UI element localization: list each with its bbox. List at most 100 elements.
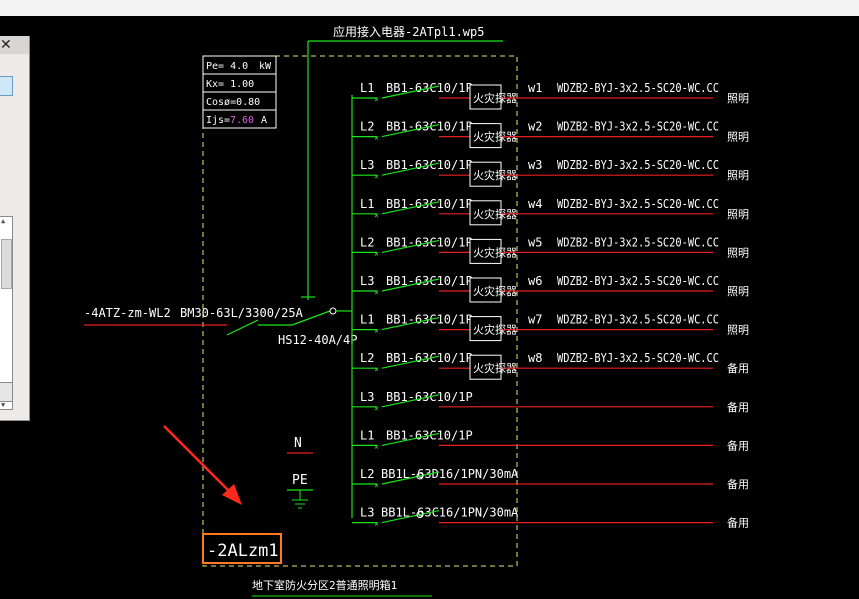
fire-detector-label: 火灾探器 <box>473 284 517 298</box>
fire-detector-label: 火灾探器 <box>473 91 517 105</box>
scrollbar-thumb[interactable] <box>1 239 12 289</box>
panel-name-highlight <box>202 533 282 564</box>
annotation-arrow-icon <box>163 425 242 505</box>
fire-detector-box <box>469 316 502 342</box>
incoming-breaker-label: BM30-63L/3300/25A <box>180 306 304 320</box>
circuit-cable-spec: WDZB2-BYJ-3x2.5-SC20-WC.CC <box>557 158 719 172</box>
dialog-bottom-button[interactable] <box>0 382 13 402</box>
circuit-cable-spec: WDZB2-BYJ-3x2.5-SC20-WC.CC <box>557 274 719 288</box>
fire-detector-box <box>469 84 502 110</box>
circuit-phase: L1 <box>360 197 374 211</box>
dialog-blue-button[interactable] <box>0 76 13 96</box>
circuit-breaker-x-icon: × <box>374 481 379 490</box>
circuit-cable-spec: WDZB2-BYJ-3x2.5-SC20-WC.CC <box>557 351 719 365</box>
circuit-cable-spec: WDZB2-BYJ-3x2.5-SC20-WC.CC <box>557 313 719 327</box>
circuit-id: w6 <box>528 274 542 288</box>
circuit-id: w8 <box>528 351 542 365</box>
circuit-breaker-symbol <box>381 85 440 99</box>
circuit-breaker-x-icon: × <box>374 288 379 297</box>
circuit-use-label: 备用 <box>727 516 749 530</box>
calc-cos: Cosø=0.80 <box>206 97 260 108</box>
circuit-use-label: 照明 <box>727 285 749 298</box>
circuit-use-label: 备用 <box>727 477 749 491</box>
calc-ijs-value: 7.60 <box>230 115 254 126</box>
circuit-breaker-x-icon: × <box>374 249 379 258</box>
scroll-down-icon[interactable]: ▼ <box>1 401 6 409</box>
incoming-cable-label: -4ATZ-zm-WL2 <box>84 306 171 320</box>
circuit-phase: L2 <box>360 120 374 134</box>
circuit-breaker-label: BB1L-63C16/1PN/30mA <box>381 506 519 520</box>
fire-detector-label: 火灾探器 <box>473 168 517 182</box>
ground-icon <box>292 490 308 509</box>
circuit-breaker-symbol <box>381 201 440 215</box>
circuit-phase: L1 <box>360 428 374 442</box>
circuit-cable-spec: WDZB2-BYJ-3x2.5-SC20-WC.CC <box>557 120 719 134</box>
calc-pe-unit: kW <box>259 61 272 72</box>
incoming-breaker-symbol <box>226 319 259 336</box>
circuit-use-label: 照明 <box>727 246 749 259</box>
fire-detector-box <box>469 354 502 380</box>
circuit-breaker-symbol <box>381 471 440 485</box>
fire-detector-box <box>469 161 502 187</box>
circuit-breaker-x-icon: × <box>374 211 379 220</box>
circuit-phase: L3 <box>360 390 374 404</box>
circuit-use-label: 照明 <box>727 92 749 105</box>
circuit-breaker-symbol <box>381 355 440 369</box>
circuit-id: w5 <box>528 235 542 249</box>
circuit-phase: L3 <box>360 158 374 172</box>
circuit-id: w3 <box>528 158 542 172</box>
circuit-use-label: 备用 <box>727 400 749 414</box>
fire-detector-box <box>469 238 502 264</box>
fire-detector-box <box>469 200 502 226</box>
bottom-note: 地下室防火分区2普通照明箱1 <box>252 578 397 592</box>
circuit-cable-spec: WDZB2-BYJ-3x2.5-SC20-WC.CC <box>557 235 719 249</box>
fire-detector-label: 火灾探器 <box>473 323 517 337</box>
load-calc-table: Pe= 4.0 kW Kx= 1.00 Cosø=0.80 Ijs= 7.60 … <box>202 55 277 129</box>
circuit-breaker-symbol <box>381 510 440 524</box>
fire-detector-label: 火灾探器 <box>473 245 517 259</box>
main-switch-symbol <box>291 310 331 326</box>
circuit-breaker-x-icon: × <box>374 520 379 529</box>
circuit-id: w7 <box>528 313 542 327</box>
dialog-list-box[interactable]: ▲ ▼ <box>0 216 13 410</box>
calc-pe: Pe= 4.0 <box>206 61 248 72</box>
circuit-breaker-symbol <box>381 124 440 138</box>
circuit-breaker-label: BB1L-63D16/1PN/30mA <box>381 467 519 481</box>
circuit-use-label: 照明 <box>727 169 749 182</box>
circuit-use-label: 备用 <box>727 438 749 452</box>
circuit-use-label: 备用 <box>727 361 749 375</box>
rcd-contact-icon <box>416 511 424 519</box>
close-icon[interactable]: ✕ <box>0 37 12 53</box>
circuit-id: w2 <box>528 120 542 134</box>
scroll-up-icon[interactable]: ▲ <box>1 217 6 225</box>
fire-detector-label: 火灾探器 <box>473 207 517 221</box>
drawing-title: 应用接入电器-2ATpl1.wp5 <box>333 24 484 39</box>
circuit-use-label: 照明 <box>727 208 749 221</box>
circuit-breaker-symbol <box>381 278 440 292</box>
circuit-breaker-x-icon: × <box>374 365 379 374</box>
dialog-title-bar: ✕ <box>0 36 29 54</box>
fire-detector-box <box>469 277 502 303</box>
circuit-breaker-x-icon: × <box>374 327 379 336</box>
neutral-label: N <box>294 436 302 451</box>
circuit-phase: L2 <box>360 235 374 249</box>
circuit-id: w4 <box>528 197 542 211</box>
circuit-use-label: 照明 <box>727 324 749 337</box>
fire-detector-label: 火灾探器 <box>473 361 517 375</box>
circuit-phase: L1 <box>360 313 374 327</box>
circuit-rows: L1BB1-63C10/1P×火灾探器w1WDZB2-BYJ-3x2.5-SC2… <box>352 81 749 530</box>
top-toolbar-strip <box>0 0 859 16</box>
circuit-breaker-x-icon: × <box>374 134 379 143</box>
panel-name[interactable]: -2ALzm1 <box>207 541 279 561</box>
circuit-breaker-symbol <box>381 239 440 253</box>
circuit-breaker-symbol <box>381 317 440 331</box>
fire-detector-box <box>469 123 502 149</box>
circuit-breaker-x-icon: × <box>374 442 379 451</box>
rcd-contact-icon <box>416 472 424 480</box>
main-switch-contact <box>329 307 337 315</box>
main-switch-label: HS12-40A/4P <box>278 333 357 347</box>
circuit-phase: L2 <box>360 351 374 365</box>
calc-ijs-label: Ijs= <box>206 115 230 126</box>
circuit-use-label: 照明 <box>727 131 749 144</box>
